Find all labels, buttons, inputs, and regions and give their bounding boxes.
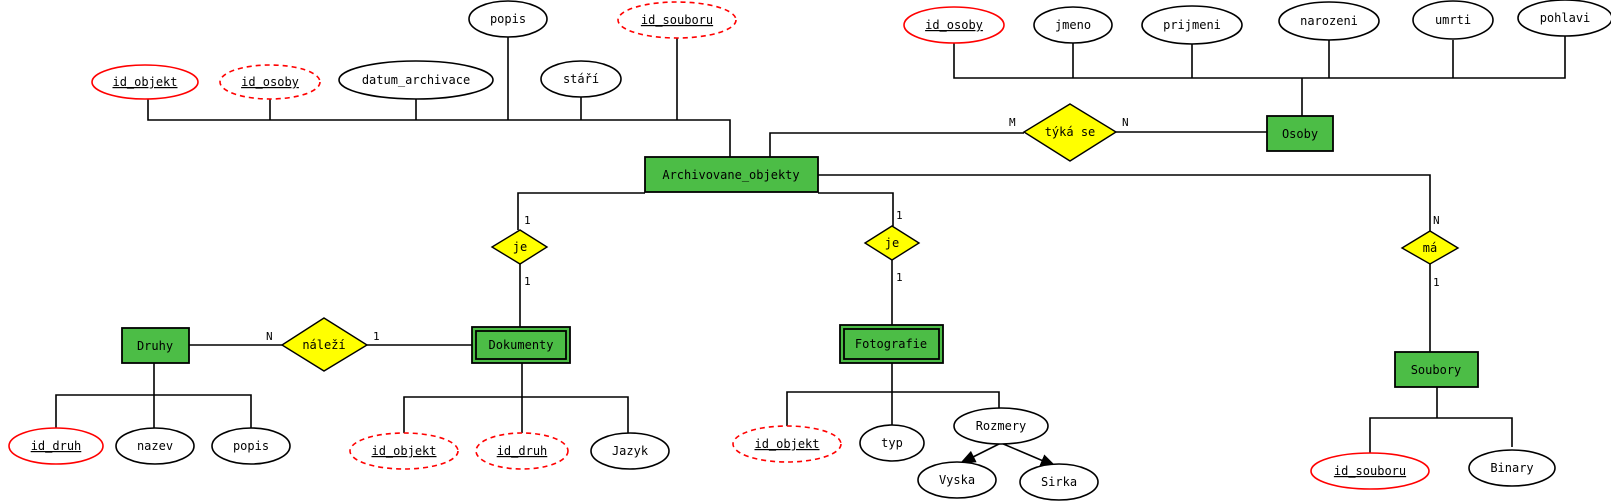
entity-dokumenty[interactable]: Dokumenty xyxy=(471,326,571,364)
attr-foto-rozmery-label: Rozmery xyxy=(976,419,1027,433)
attr-os-umrti-label: umrti xyxy=(1435,13,1471,27)
entity-druhy[interactable]: Druhy xyxy=(121,327,190,364)
connector-lines xyxy=(55,36,1566,467)
card-je-dok-top: 1 xyxy=(524,214,531,227)
attr-ao-id-souboru[interactable]: id_souboru xyxy=(617,1,737,39)
card-je-dok-bottom: 1 xyxy=(524,275,531,288)
attr-os-narozeni[interactable]: narozeni xyxy=(1278,1,1380,41)
entity-fotografie-label: Fotografie xyxy=(855,337,927,351)
card-nalezi-left: N xyxy=(266,330,273,343)
attr-foto-typ-label: typ xyxy=(881,436,903,450)
attr-dok-id-objekt-label: id_objekt xyxy=(371,444,436,458)
attr-dok-jazyk-label: Jazyk xyxy=(612,444,649,458)
line-ao-je-foto xyxy=(818,192,894,226)
attr-foto-id-objekt[interactable]: id_objekt xyxy=(732,425,842,463)
attr-ao-id-osoby[interactable]: id_osoby xyxy=(219,64,321,100)
attr-ao-datum-archivace-label: datum_archivace xyxy=(362,73,470,87)
relationship-je-dokumenty-label: je xyxy=(513,240,527,254)
attr-ao-stari-label: stáří xyxy=(563,72,599,86)
relationship-je-dokumenty[interactable]: je xyxy=(490,229,549,265)
card-je-foto-top: 1 xyxy=(896,209,903,222)
line-rozmery-vyska xyxy=(959,442,1002,464)
attr-os-pohlavi[interactable]: pohlavi xyxy=(1517,0,1611,37)
entity-archivovane-objekty-label: Archivovane_objekty xyxy=(662,168,799,182)
attr-ao-stari[interactable]: stáří xyxy=(540,60,622,98)
entity-druhy-label: Druhy xyxy=(137,339,173,353)
attr-ao-id-objekt-label: id_objekt xyxy=(112,75,177,89)
relationship-tyka-se[interactable]: týká se xyxy=(1022,103,1118,162)
attr-foto-sirka-label: Sirka xyxy=(1041,475,1077,489)
attr-os-umrti[interactable]: umrti xyxy=(1412,0,1494,40)
card-ma-top: N xyxy=(1433,214,1440,227)
entity-archivovane-objekty[interactable]: Archivovane_objekty xyxy=(644,156,819,193)
attr-dr-nazev-label: nazev xyxy=(137,439,173,453)
attr-dr-popis[interactable]: popis xyxy=(211,427,291,465)
attr-foto-id-objekt-label: id_objekt xyxy=(754,437,819,451)
attr-foto-sirka[interactable]: Sirka xyxy=(1019,463,1099,501)
attr-dr-popis-label: popis xyxy=(233,439,269,453)
card-ma-bottom: 1 xyxy=(1433,276,1440,289)
attr-dok-id-objekt[interactable]: id_objekt xyxy=(349,432,459,470)
relationship-je-fotografie-label: je xyxy=(885,236,899,250)
attr-so-binary[interactable]: Binary xyxy=(1468,449,1556,487)
attr-ao-datum-archivace[interactable]: datum_archivace xyxy=(338,60,494,100)
line-foto-bus xyxy=(786,391,1000,428)
line-ao-je-dok xyxy=(517,192,645,230)
attr-dr-id-druh[interactable]: id_druh xyxy=(8,427,104,465)
line-ao-tyka-se xyxy=(769,132,1024,157)
relationship-nalezi-label: náleží xyxy=(302,338,345,352)
cardinality-labels: M N 1 1 1 1 N 1 N 1 xyxy=(266,116,1440,343)
relationship-nalezi[interactable]: náleží xyxy=(280,317,369,372)
card-tyka-se-right: N xyxy=(1122,116,1129,129)
line-je-dok-dokumenty xyxy=(519,264,522,329)
entity-dokumenty-label: Dokumenty xyxy=(488,338,553,352)
entity-soubory[interactable]: Soubory xyxy=(1394,351,1479,388)
attr-dok-id-druh[interactable]: id_druh xyxy=(475,432,569,470)
line-rozmery-sirka xyxy=(1000,442,1057,467)
attr-os-jmeno[interactable]: jmeno xyxy=(1033,6,1113,44)
line-so-bus xyxy=(1369,417,1513,454)
entity-osoby-label: Osoby xyxy=(1282,127,1318,141)
attr-os-id-osoby-label: id_osoby xyxy=(925,18,983,32)
attr-foto-rozmery[interactable]: Rozmery xyxy=(953,407,1049,445)
relationship-tyka-se-label: týká se xyxy=(1045,125,1096,139)
attr-dok-jazyk[interactable]: Jazyk xyxy=(590,432,670,470)
entity-soubory-label: Soubory xyxy=(1411,363,1462,377)
attr-foto-vyska[interactable]: Vyska xyxy=(917,461,997,499)
attr-dr-id-druh-label: id_druh xyxy=(31,439,82,453)
line-os-id-osoby xyxy=(953,36,1566,79)
card-nalezi-right: 1 xyxy=(373,330,380,343)
attr-os-jmeno-label: jmeno xyxy=(1055,18,1091,32)
attr-dok-id-druh-label: id_druh xyxy=(497,444,548,458)
entity-osoby[interactable]: Osoby xyxy=(1266,115,1334,152)
attr-os-id-osoby[interactable]: id_osoby xyxy=(903,6,1005,44)
card-tyka-se-left: M xyxy=(1009,116,1016,129)
attr-ao-popis-label: popis xyxy=(490,12,526,26)
card-je-foto-bottom: 1 xyxy=(896,271,903,284)
attr-ao-popis[interactable]: popis xyxy=(468,0,548,38)
attr-os-narozeni-label: narozeni xyxy=(1300,14,1358,28)
relationship-ma-label: má xyxy=(1423,241,1437,255)
relationship-ma[interactable]: má xyxy=(1400,230,1460,265)
relationship-je-fotografie[interactable]: je xyxy=(863,225,921,261)
attr-foto-vyska-label: Vyska xyxy=(939,473,975,487)
attr-os-prijmeni[interactable]: prijmeni xyxy=(1141,5,1243,45)
attr-ao-id-souboru-label: id_souboru xyxy=(641,13,713,27)
line-ao-ma xyxy=(818,174,1431,231)
attr-os-prijmeni-label: prijmeni xyxy=(1163,18,1221,32)
entity-fotografie[interactable]: Fotografie xyxy=(839,324,944,364)
attr-so-id-souboru-label: id_souboru xyxy=(1334,464,1406,478)
attr-ao-id-objekt[interactable]: id_objekt xyxy=(91,64,199,100)
attr-os-pohlavi-label: pohlavi xyxy=(1540,11,1591,25)
line-dok-bus xyxy=(403,396,629,434)
attr-so-binary-label: Binary xyxy=(1490,461,1533,475)
line-ao-id-objekt xyxy=(147,98,731,157)
attr-ao-id-osoby-label: id_osoby xyxy=(241,75,299,89)
attr-so-id-souboru[interactable]: id_souboru xyxy=(1310,452,1430,490)
attr-foto-typ[interactable]: typ xyxy=(859,424,925,462)
attr-dr-nazev[interactable]: nazev xyxy=(115,427,195,465)
